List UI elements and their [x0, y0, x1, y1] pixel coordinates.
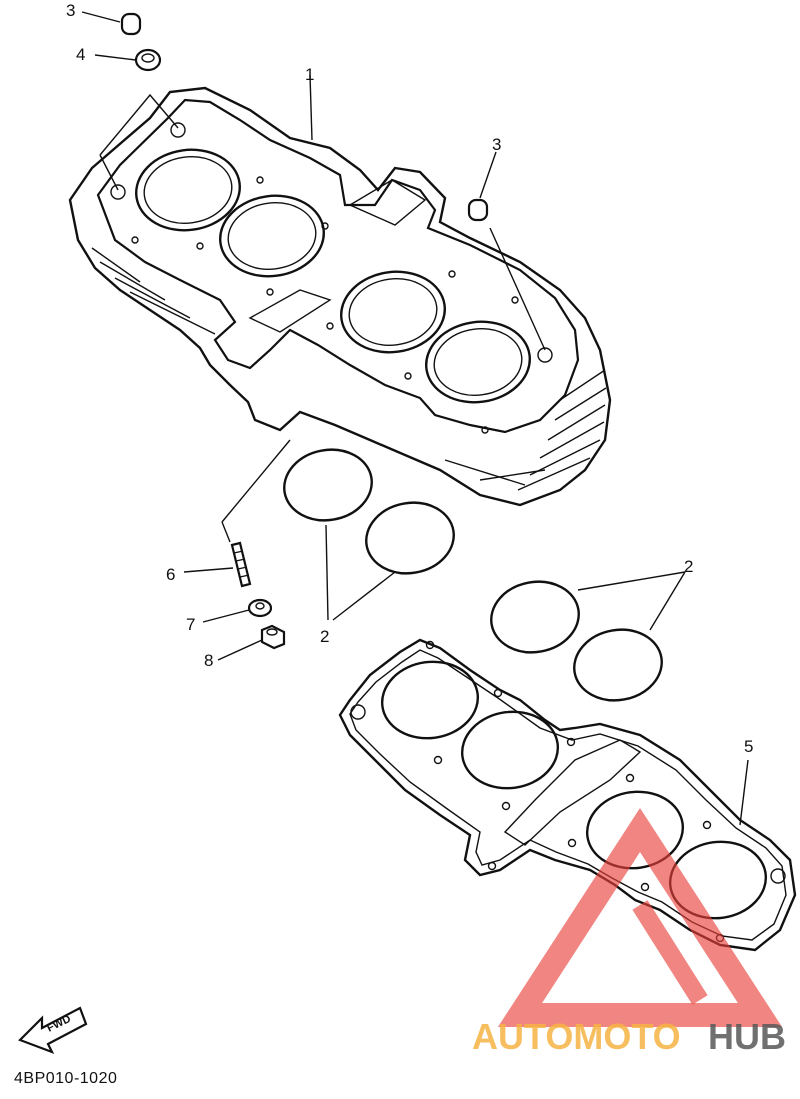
label-o-ring-left: 2	[320, 627, 329, 646]
nut	[260, 624, 286, 650]
part-labels: 3 4 1 3 6 7 8 2 2 5	[66, 1, 753, 756]
dowel-pin-right	[467, 198, 489, 222]
leader-lines	[81, 11, 749, 826]
dowel-pin-top	[120, 12, 142, 36]
automotohub-logo: AUTOMOTO HUB	[472, 807, 786, 1057]
logo-text-dark: HUB	[708, 1016, 786, 1057]
o-rings-right	[490, 580, 663, 702]
label-gasket: 5	[744, 737, 753, 756]
label-dowel-pin-top: 3	[66, 1, 75, 20]
label-o-ring-small: 4	[76, 45, 85, 64]
o-rings-left	[283, 448, 455, 575]
logo-text-light: AUTOMOTO	[472, 1016, 681, 1057]
label-washer: 7	[186, 615, 195, 634]
label-cylinder: 1	[305, 65, 314, 84]
o-ring-small	[134, 48, 162, 72]
cylinder-block	[68, 86, 612, 507]
cylinder-gasket	[338, 638, 797, 952]
label-stud-bolt: 6	[166, 565, 175, 584]
washer	[247, 598, 273, 618]
label-o-ring-right: 2	[684, 557, 693, 576]
reference-code: 4BP010-1020	[14, 1070, 118, 1087]
label-dowel-pin-right: 3	[492, 135, 501, 154]
fwd-arrow-icon: FWD	[18, 1006, 88, 1055]
stud-bolt	[230, 541, 252, 588]
label-nut: 8	[204, 651, 213, 670]
